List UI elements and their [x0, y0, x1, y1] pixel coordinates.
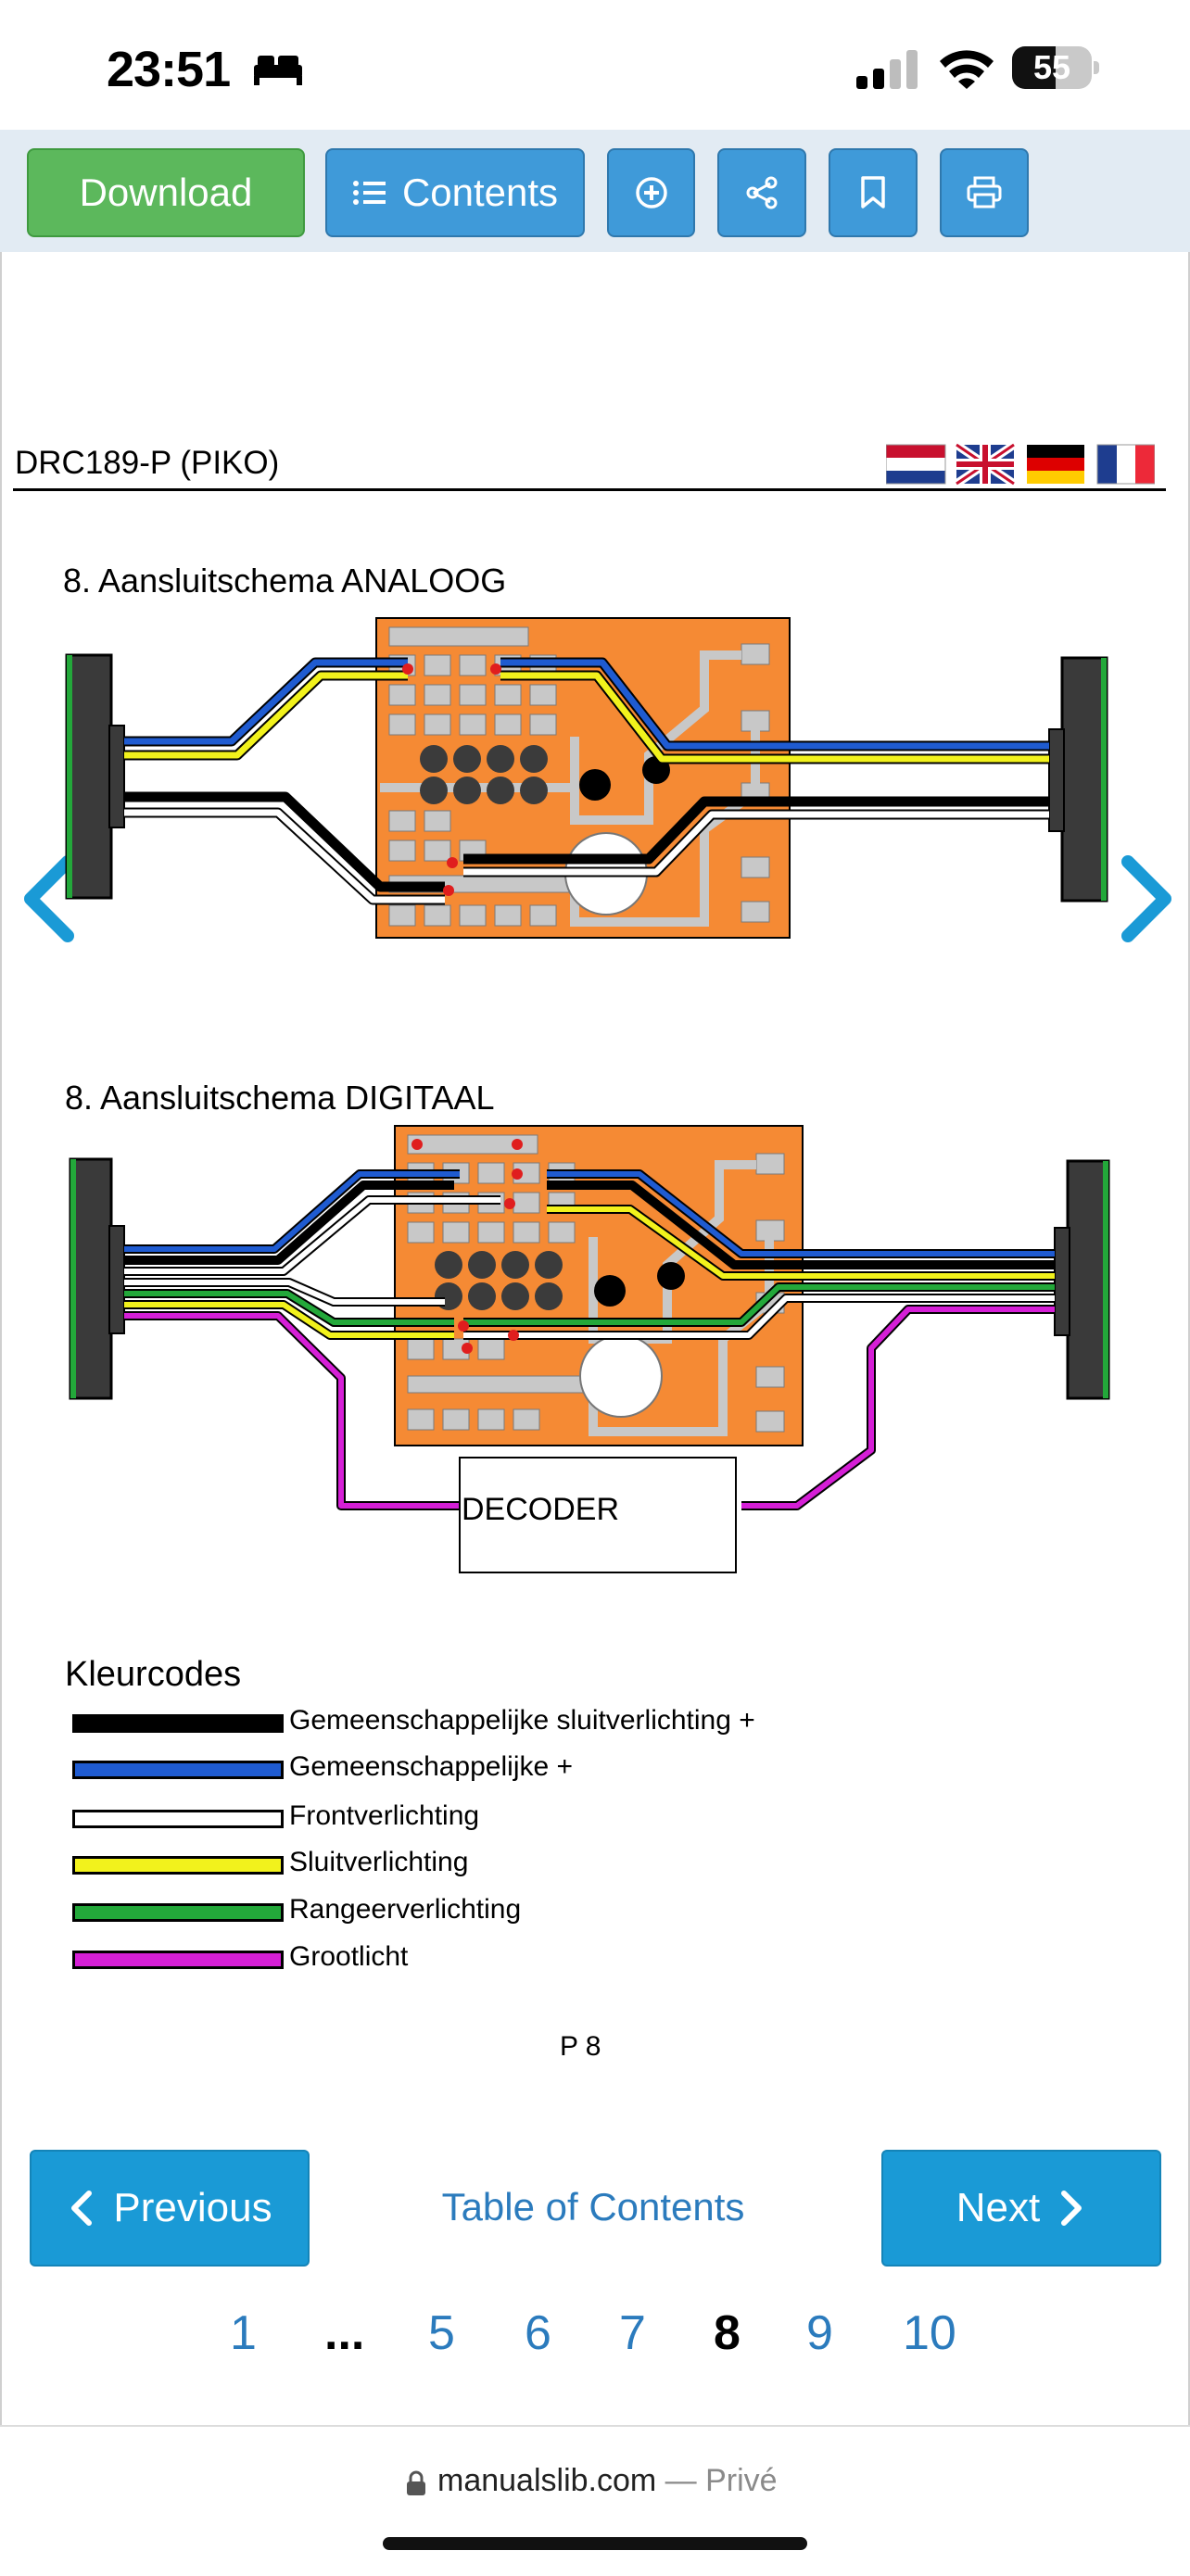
chevron-right-icon	[1061, 2191, 1082, 2226]
battery-icon: 55	[1012, 46, 1101, 91]
decoder-box	[459, 1457, 737, 1573]
document-header: DRC189-P (PIKO)	[15, 445, 280, 481]
zoom-in-icon	[635, 177, 667, 208]
share-icon	[746, 176, 778, 209]
legend-title: Kleurcodes	[65, 1655, 242, 1694]
digital-wiring-diagram	[69, 1125, 1110, 1573]
chevron-left-icon	[71, 2191, 93, 2226]
list-icon	[352, 181, 386, 205]
page-ellipsis: ...	[324, 2306, 365, 2360]
flag-germany-icon	[1027, 445, 1084, 484]
next-button[interactable]: Next	[881, 2150, 1161, 2267]
previous-page-arrow-icon[interactable]	[17, 852, 82, 945]
print-button[interactable]	[940, 148, 1029, 237]
legend-swatch-magenta	[72, 1951, 284, 1969]
language-flags	[886, 443, 1155, 486]
legend-label: Gemeenschappelijke sluitverlichting +	[289, 1705, 755, 1736]
previous-button[interactable]: Previous	[30, 2150, 310, 2267]
battery-percent: 55	[1032, 48, 1071, 86]
analog-wiring-diagram	[65, 617, 1108, 939]
left-light-bar	[69, 1157, 125, 1400]
table-of-contents-link[interactable]: Table of Contents	[441, 2185, 745, 2229]
download-label: Download	[79, 170, 253, 214]
lock-icon	[407, 2470, 425, 2495]
contents-label: Contents	[401, 170, 559, 214]
cellular-signal-icon	[856, 50, 918, 89]
left-light-bar	[65, 653, 125, 900]
download-button[interactable]: Download	[27, 148, 305, 237]
home-indicator	[383, 2537, 807, 2550]
bookmark-button[interactable]	[829, 148, 918, 237]
flag-france-icon	[1096, 444, 1155, 485]
url-text[interactable]: manualslib.com — Privé	[437, 2463, 778, 2499]
document-page-number: P 8	[560, 2031, 601, 2062]
print-icon	[967, 176, 1002, 208]
legend-label: Sluitverlichting	[289, 1847, 469, 1877]
right-light-bar	[1054, 1159, 1110, 1400]
legend-label: Gemeenschappelijke +	[289, 1751, 574, 1782]
decoder-label: DECODER	[462, 1492, 620, 1527]
digital-diagram-title: 8. Aansluitschema DIGITAAL	[65, 1079, 495, 1117]
page-link-5[interactable]: 5	[428, 2306, 455, 2360]
contents-button[interactable]: Contents	[325, 148, 585, 237]
page-link-6[interactable]: 6	[525, 2306, 551, 2360]
header-divider	[13, 488, 1166, 491]
right-light-bar	[1048, 656, 1108, 903]
legend-label: Rangeerverlichting	[289, 1894, 522, 1925]
bookmark-icon	[861, 176, 885, 208]
page-link-9[interactable]: 9	[806, 2306, 833, 2360]
bed-icon	[254, 56, 302, 85]
url-privacy-label: — Privé	[656, 2463, 778, 2498]
zoom-in-button[interactable]	[607, 148, 695, 237]
share-button[interactable]	[717, 148, 806, 237]
analog-diagram-title: 8. Aansluitschema ANALOOG	[63, 562, 507, 600]
page-link-7[interactable]: 7	[619, 2306, 646, 2360]
flag-netherlands-icon	[886, 444, 946, 485]
legend-swatch-black	[72, 1714, 284, 1733]
previous-label: Previous	[113, 2185, 272, 2230]
browser-address-bar[interactable]	[0, 2425, 1190, 2576]
next-page-arrow-icon[interactable]	[1114, 852, 1179, 945]
url-domain: manualslib.com	[437, 2463, 657, 2498]
pagination: 1 ... 5 6 7 8 9 10	[185, 2305, 1019, 2361]
flag-uk-icon	[954, 443, 1017, 486]
status-time: 23:51	[107, 42, 231, 97]
legend-swatch-white	[72, 1810, 284, 1828]
wifi-icon	[940, 50, 994, 89]
legend-swatch-green	[72, 1903, 284, 1922]
status-bar	[0, 0, 1190, 130]
legend-label: Frontverlichting	[289, 1800, 480, 1831]
legend-swatch-blue	[72, 1761, 284, 1779]
page-link-1[interactable]: 1	[230, 2306, 257, 2360]
next-label: Next	[956, 2185, 1041, 2230]
page-current-8: 8	[714, 2306, 741, 2360]
pcb-board	[394, 1125, 804, 1446]
legend-swatch-yellow	[72, 1856, 284, 1875]
legend-label: Grootlicht	[289, 1941, 409, 1972]
page-link-10[interactable]: 10	[903, 2306, 956, 2360]
